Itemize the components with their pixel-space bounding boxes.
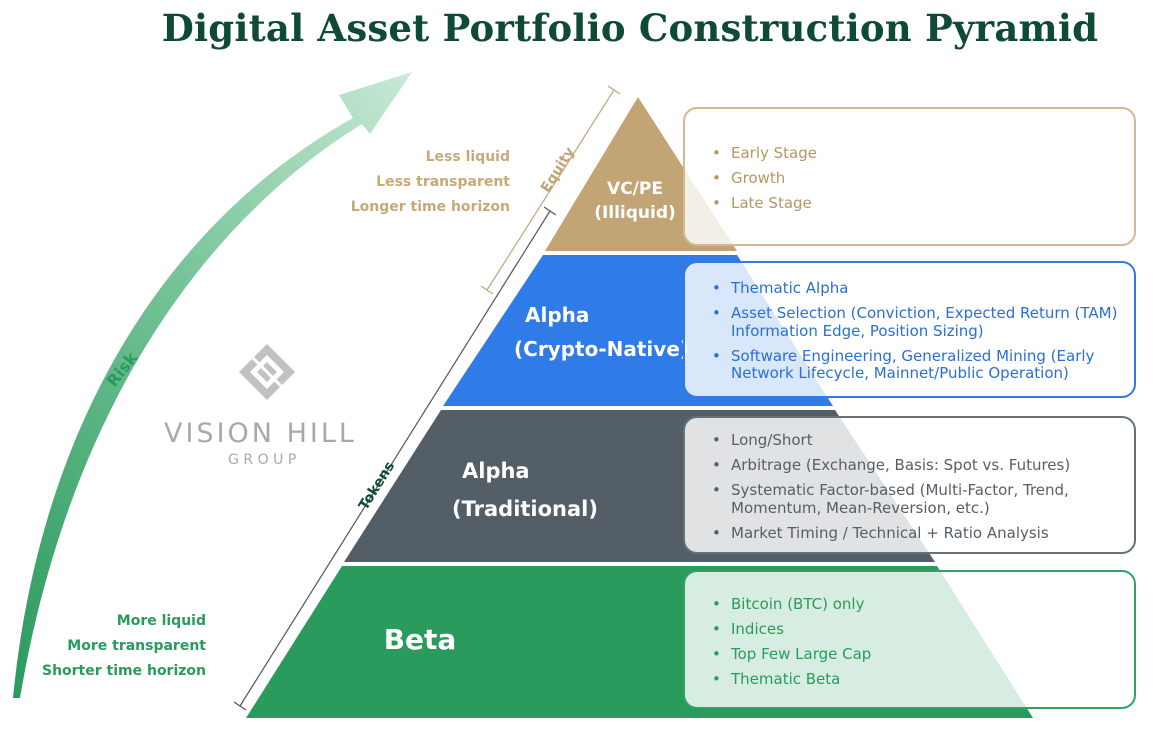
tier-beta-item: Bitcoin (BTC) only xyxy=(712,595,1134,614)
tier-traditional-item: Market Timing / Technical + Ratio Analys… xyxy=(712,524,1134,543)
tier-vcpe-item: Growth xyxy=(712,169,1134,188)
tier-vcpe-label-2: (Illiquid) xyxy=(594,203,676,223)
tier-vcpe-label: VC/PE (Illiquid) xyxy=(570,177,700,225)
tier-traditional-item: Systematic Factor-based (Multi-Factor, T… xyxy=(712,481,1134,517)
bottom-note: More liquid xyxy=(116,613,206,629)
bottom-note: Shorter time horizon xyxy=(41,663,206,679)
tier-vcpe-box: Early Stage Growth Late Stage xyxy=(683,107,1136,246)
logo-icon xyxy=(239,344,295,400)
bottom-side-notes: More liquid More transparent Shorter tim… xyxy=(42,609,206,684)
bottom-note: More transparent xyxy=(67,638,206,654)
tier-beta-item: Top Few Large Cap xyxy=(712,645,1134,664)
tier-vcpe-item: Late Stage xyxy=(712,194,1134,213)
top-note: Less transparent xyxy=(376,174,510,190)
tier-vcpe-label-1: VC/PE xyxy=(607,179,663,199)
top-side-notes: Less liquid Less transparent Longer time… xyxy=(351,145,510,220)
tier-beta-label-1: Beta xyxy=(383,623,457,656)
tier-traditional-item: Long/Short xyxy=(712,431,1134,450)
tier-crypto-native-item: Software Engineering, Generalized Mining… xyxy=(712,347,1134,383)
tier-vcpe-item: Early Stage xyxy=(712,144,1134,163)
tier-traditional-box: Long/Short Arbitrage (Exchange, Basis: S… xyxy=(683,416,1136,554)
logo-sub: GROUP xyxy=(228,452,301,468)
top-note: Less liquid xyxy=(425,149,510,165)
tier-beta-item: Thematic Beta xyxy=(712,670,1134,689)
tier-traditional-label-2: (Traditional) xyxy=(452,497,598,521)
tier-crypto-native-item: Thematic Alpha xyxy=(712,279,1134,298)
page-title: Digital Asset Portfolio Construction Pyr… xyxy=(161,6,1099,50)
tokens-bracket xyxy=(233,206,557,711)
tier-traditional-label-1: Alpha xyxy=(462,459,530,483)
tier-traditional-label: Alpha (Traditional) xyxy=(440,452,610,528)
tier-crypto-native-label-2: (Crypto-Native) xyxy=(514,337,690,361)
tier-crypto-native-label-1: Alpha xyxy=(525,303,590,327)
tier-traditional-item: Arbitrage (Exchange, Basis: Spot vs. Fut… xyxy=(712,456,1134,475)
tier-beta-item: Indices xyxy=(712,620,1134,639)
tier-crypto-native-label: Alpha (Crypto-Native) xyxy=(500,298,714,366)
top-note: Longer time horizon xyxy=(350,199,510,215)
tier-crypto-native-box: Thematic Alpha Asset Selection (Convicti… xyxy=(683,261,1136,398)
tier-beta-box: Bitcoin (BTC) only Indices Top Few Large… xyxy=(683,570,1136,709)
logo-name: VISION HILL xyxy=(164,418,357,449)
tier-beta-label: Beta xyxy=(360,622,480,658)
equity-bracket xyxy=(480,85,621,295)
tier-crypto-native-item: Asset Selection (Conviction, Expected Re… xyxy=(712,304,1134,340)
